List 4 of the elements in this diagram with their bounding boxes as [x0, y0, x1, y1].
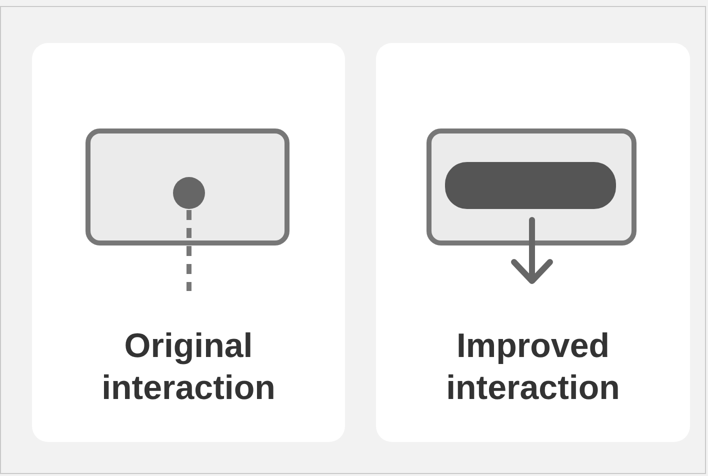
card [32, 43, 345, 442]
card-title: Original interaction [100, 326, 276, 409]
card-title: Improved interaction [445, 326, 621, 409]
card [376, 43, 690, 442]
